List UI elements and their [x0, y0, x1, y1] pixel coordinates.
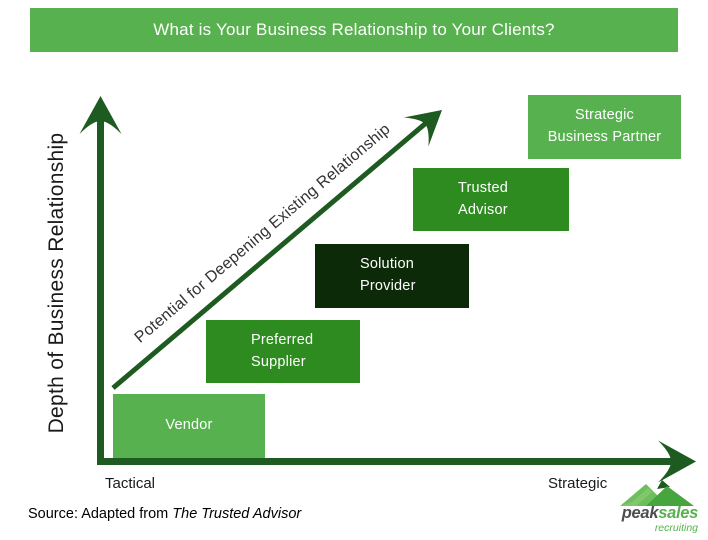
- source-prefix: Source: Adapted from: [28, 506, 173, 522]
- page-title: What is Your Business Relationship to Yo…: [153, 20, 555, 39]
- diagonal-arrowhead-icon: [403, 110, 442, 147]
- source-citation: Source: Adapted from The Trusted Advisor: [28, 506, 301, 522]
- x-axis-arrowhead-icon: [658, 440, 696, 483]
- y-axis-arrowhead-icon: [79, 96, 122, 134]
- logo-wordmark: peaksales: [621, 504, 699, 522]
- y-axis-label: Depth of Business Relationship: [45, 132, 68, 434]
- stage-label: Vendor: [165, 417, 213, 434]
- x-axis-left-label: Tactical: [105, 475, 156, 492]
- stage-box-vendor: Vendor: [113, 394, 265, 458]
- x-axis-right-label: Strategic: [548, 475, 608, 492]
- mountain-icon: [620, 480, 694, 506]
- header-bar: What is Your Business Relationship to Yo…: [30, 8, 678, 52]
- logo-tagline: recruiting: [654, 521, 698, 534]
- source-book-title: The Trusted Advisor: [172, 506, 302, 522]
- diagonal-arrow-label: Potential for Deepening Existing Relatio…: [131, 120, 394, 347]
- peaksales-logo: peaksales recruiting: [600, 480, 698, 533]
